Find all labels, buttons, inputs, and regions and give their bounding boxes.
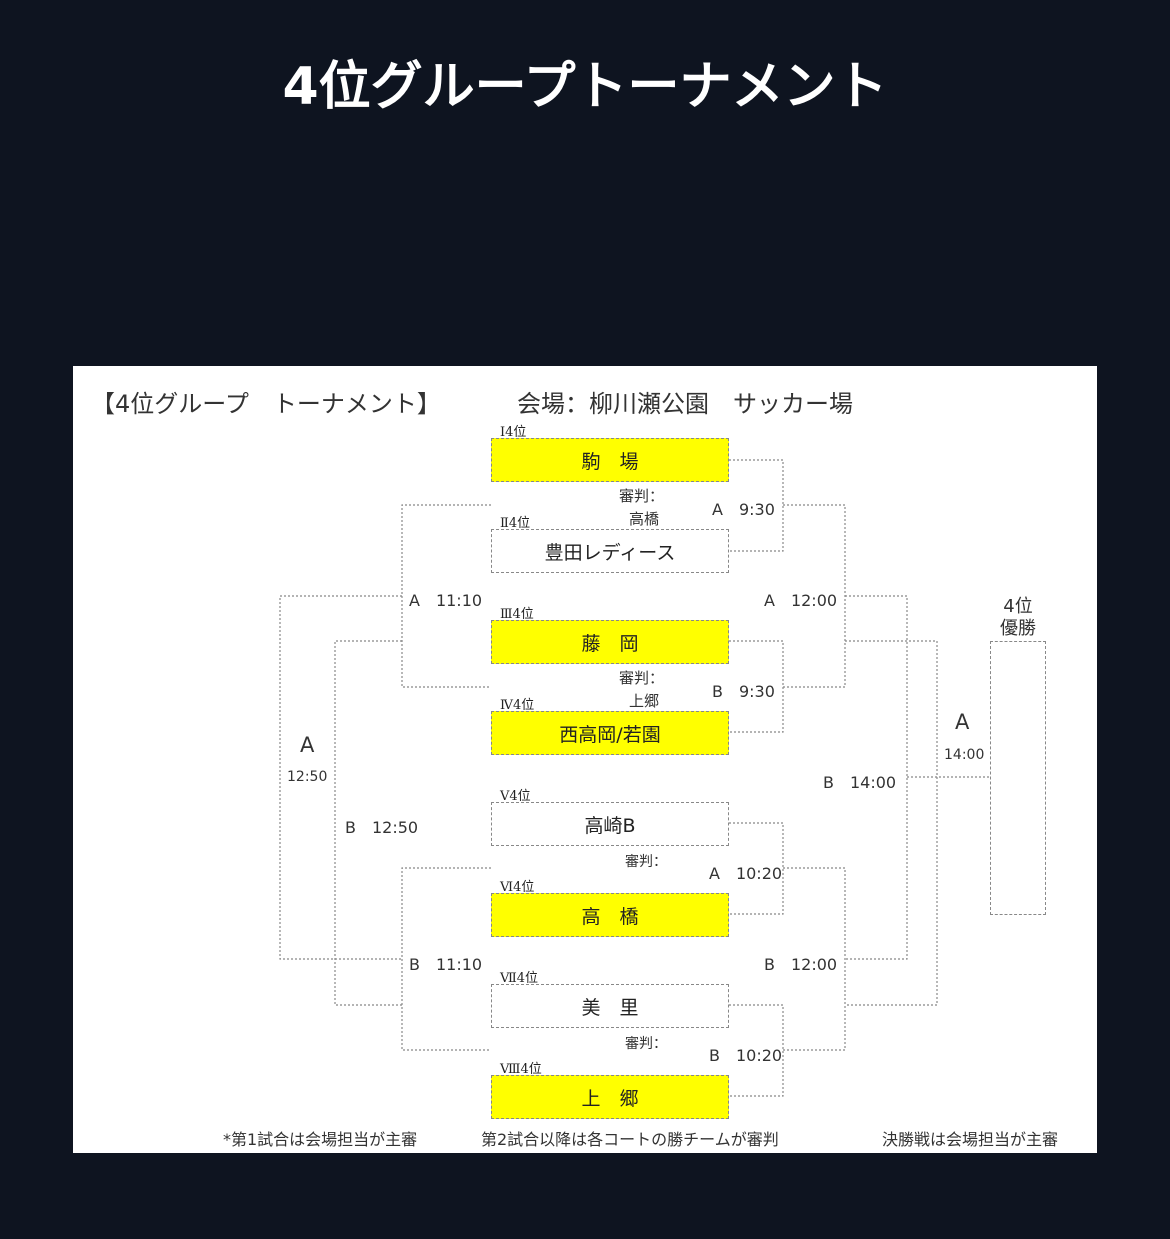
winner-label: 4位 優勝 [987,596,1049,640]
bracket-heading: 【4位グループ トーナメント】 [91,390,441,418]
r1-connector-7-8 [729,1004,784,1097]
match-court: A [300,733,315,757]
team-name: 上 郷 [581,1087,639,1110]
tournament-bracket-image: 【4位グループ トーナメント】 会場：柳川瀬公園 サッカー場 Ⅰ4位 駒 場 Ⅱ… [73,366,1097,1153]
referee-name: 上郷 [629,692,660,710]
third-place-connector [845,640,938,1006]
team-slot: 上 郷 [491,1075,729,1119]
seed-label: Ⅶ4位 [500,971,539,986]
left-mid-bracket [334,640,402,1006]
team-name: 高 橋 [581,905,639,928]
match-label: A 10:20 [709,864,783,883]
final-court: A [955,710,970,734]
match-label: B 11:10 [409,955,483,974]
team-name: 豊田レディース [544,541,676,564]
footer-note: 第2試合以降は各コートの勝チームが審判 [481,1130,779,1149]
seed-label: Ⅵ4位 [500,880,535,895]
match-label: B 10:20 [709,1046,783,1065]
seed-label: Ⅳ4位 [500,698,535,713]
match-label: B 14:00 [823,773,897,792]
match-label: A 12:00 [764,591,838,610]
team-slot: 美 里 [491,984,729,1028]
team-slot: 藤 岡 [491,620,729,664]
seed-label: Ⅷ4位 [500,1062,542,1077]
left-outer-bracket [279,595,402,960]
match-time: 12:50 [287,769,328,785]
team-name: 藤 岡 [581,632,639,655]
winner-label-line1: 4位 [1003,596,1033,617]
team-name: 駒 場 [581,450,639,473]
r1-connector-5-6 [729,822,784,915]
seed-label: Ⅴ4位 [500,789,531,804]
venue-label: 会場：柳川瀬公園 サッカー場 [517,390,853,418]
team-slot: 豊田レディース [491,529,729,573]
r1-connector-3-4 [729,640,784,733]
seed-label: Ⅲ4位 [500,607,534,622]
bracket-lines [279,459,990,1097]
final-time: 14:00 [944,747,985,763]
referee-label: 審判： [625,854,667,870]
match-label: B 9:30 [712,682,775,701]
team-slot: 駒 場 [491,438,729,482]
seed-label: Ⅰ4位 [500,425,527,440]
final-connector [845,595,908,960]
winner-label-line2: 優勝 [1000,618,1036,639]
winner-box [990,641,1046,915]
team-name: 美 里 [581,996,639,1019]
match-label: A 9:30 [712,500,775,519]
team-name: 西高岡/若園 [559,723,661,746]
team-slot: 高崎B [491,802,729,846]
r1-connector-1-2 [729,459,784,552]
r2-connector-bottom [783,867,846,1051]
footer-note: *第1試合は会場担当が主審 [223,1130,418,1149]
page-title: 4位グループトーナメント [282,57,888,117]
referee-label: 審判： [625,1036,667,1052]
match-label: B 12:50 [345,818,419,837]
footer-note: 決勝戦は会場担当が主審 [882,1130,1059,1149]
match-label: A 11:10 [409,591,483,610]
referee-label: 審判： [619,669,665,687]
team-slot: 西高岡/若園 [491,711,729,755]
referee-label: 審判： [619,487,665,505]
seed-label: Ⅱ4位 [500,516,531,531]
left-inner-bottom [401,867,491,1051]
referee-name: 高橋 [629,510,660,528]
match-label: B 12:00 [764,955,838,974]
team-name: 高崎B [584,814,636,837]
team-slot: 高 橋 [491,893,729,937]
